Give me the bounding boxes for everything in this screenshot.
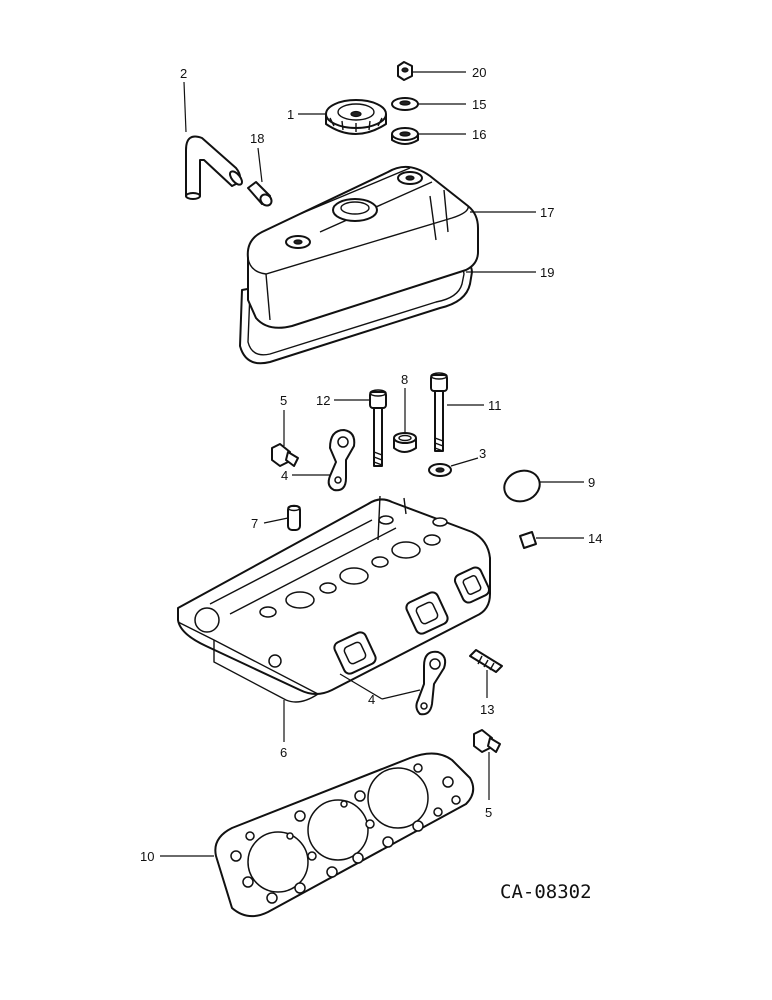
dowel-pin [287,504,301,531]
union-bolt-lower [473,729,501,753]
callout-4-lower: 4 [368,692,375,707]
cover-washer [391,97,419,111]
drawing-code: CA-08302 [500,881,592,903]
lifting-bracket-upper [327,429,356,492]
callout-16: 16 [472,127,486,142]
breather-hose [185,135,243,200]
callout-4-upper: 4 [281,468,288,483]
union-bolt-upper [271,443,299,467]
callout-15: 15 [472,97,486,112]
valve-cover [246,165,479,329]
callout-5-lower: 5 [485,805,492,820]
callout-19: 19 [540,265,554,280]
manifold-stud [469,649,503,673]
oil-filler-cap [325,99,387,135]
head-bolt-washer [428,463,452,477]
head-bolt-collar [393,432,417,453]
cylinder-head-gasket [214,752,475,918]
callout-labels: 2 1 18 20 15 16 17 19 12 8 11 5 4 3 9 7 … [140,65,602,864]
expansion-plug [503,469,541,503]
lifting-bracket-lower [415,650,447,716]
short-head-bolt [369,389,387,467]
cover-grommet [391,127,419,145]
callout-11: 11 [488,398,502,413]
leader-lines [160,71,584,857]
callout-8: 8 [401,372,408,387]
callout-1: 1 [287,107,294,122]
callout-3: 3 [479,446,486,461]
callout-9: 9 [588,475,595,490]
cylinder-head [177,495,491,703]
breather-fitting [247,181,273,207]
callout-5-upper: 5 [280,393,287,408]
callout-6: 6 [280,745,287,760]
cover-nut [397,61,413,81]
callout-10: 10 [140,849,154,864]
callout-14: 14 [588,531,602,546]
callout-2: 2 [180,66,187,81]
callout-20: 20 [472,65,486,80]
small-plug [519,531,537,549]
callout-12: 12 [316,393,330,408]
long-head-bolt [430,372,448,452]
callout-17: 17 [540,205,554,220]
callout-18: 18 [250,131,264,146]
callout-13: 13 [480,702,494,717]
callout-7: 7 [251,516,258,531]
